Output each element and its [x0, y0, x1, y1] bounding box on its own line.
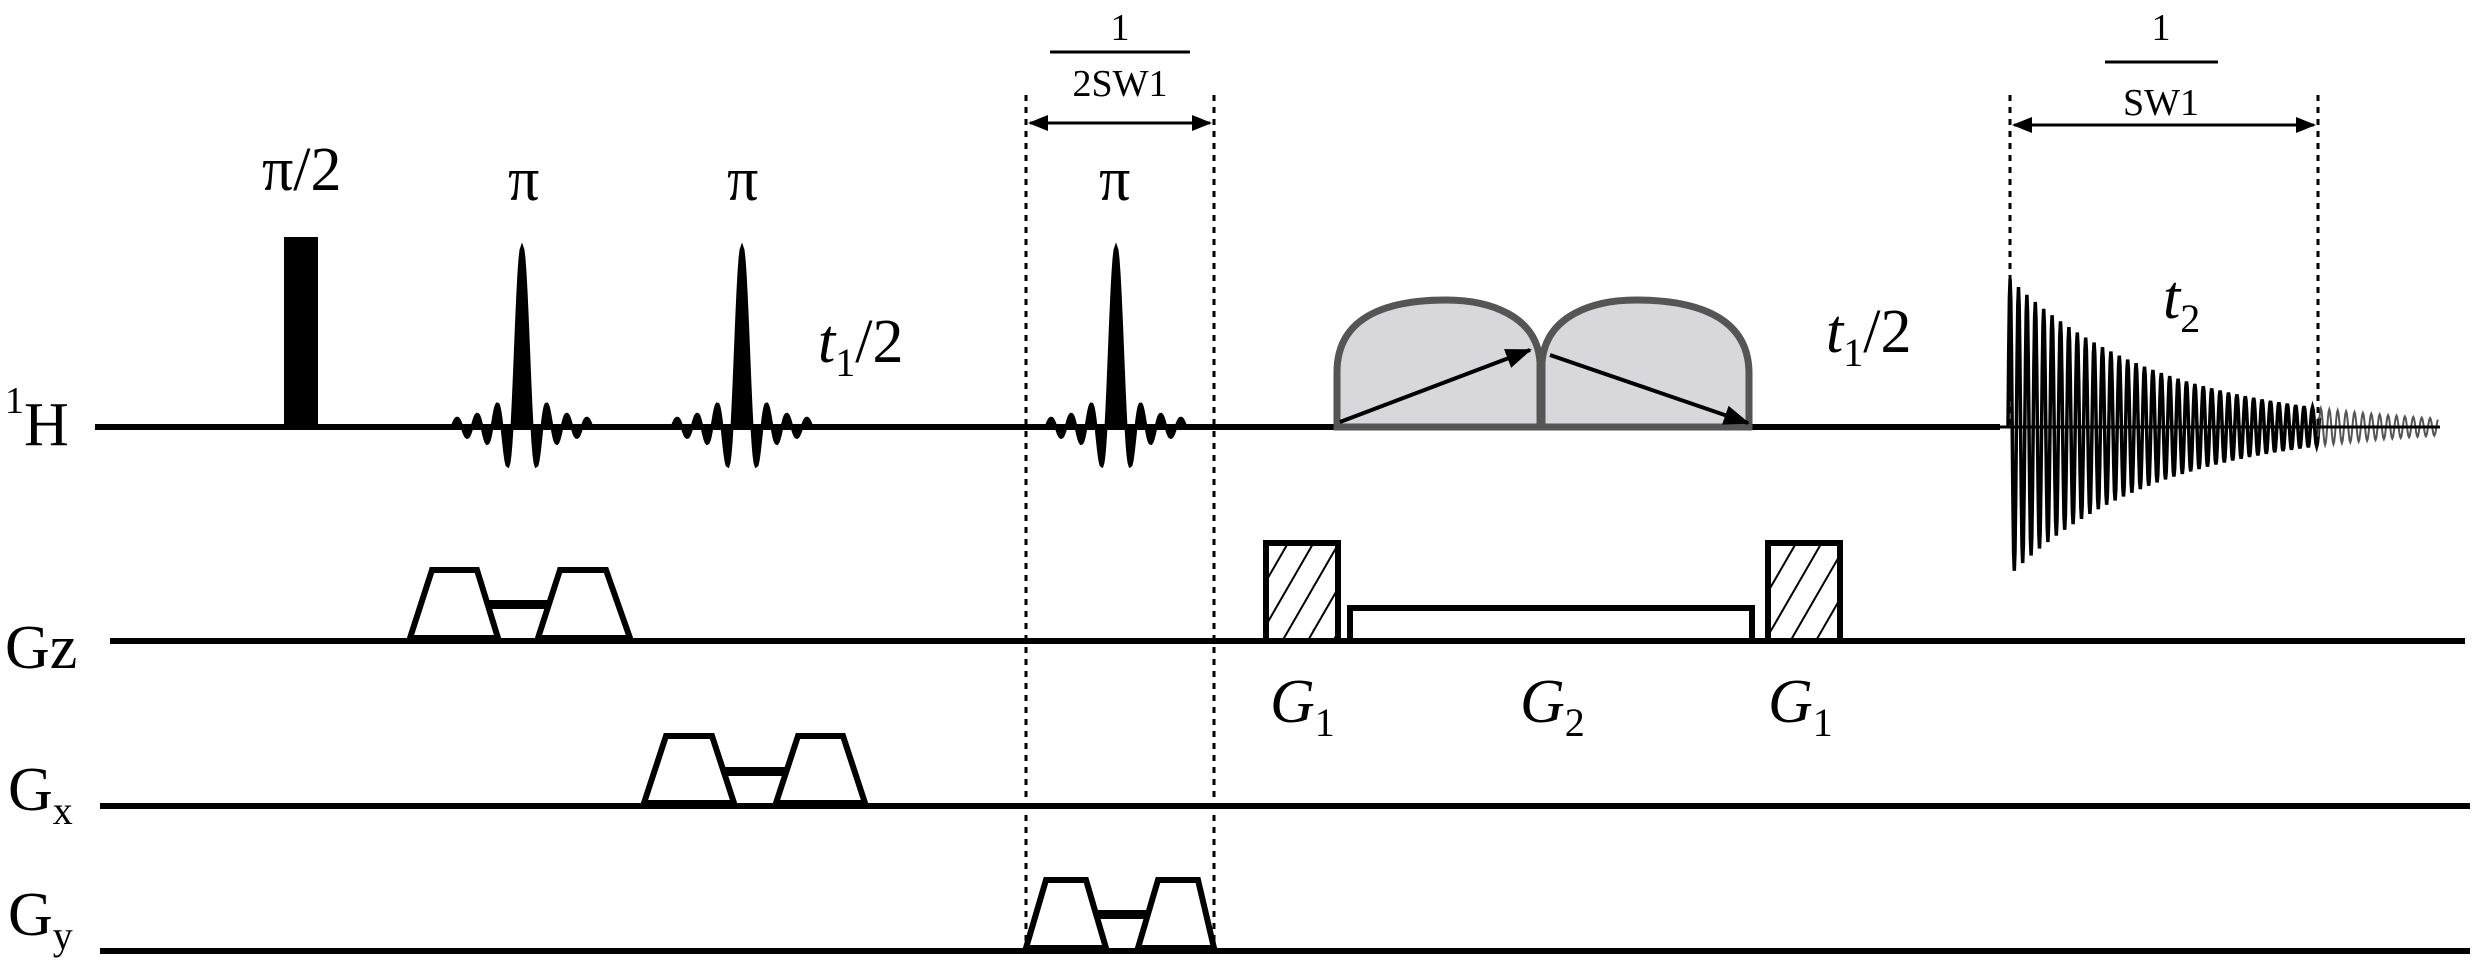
- gz-g1-label-right: G1: [1768, 668, 1833, 745]
- acq-interval-numerator: 1: [2152, 7, 2171, 49]
- gz-crusher-pair: [405, 567, 635, 641]
- gz-g1-gradient-right: [1765, 540, 1843, 644]
- gx-crusher-pair: [639, 733, 870, 806]
- pulse-label-pi-1: π: [508, 146, 539, 214]
- gz-channel-label: Gz: [5, 614, 77, 682]
- fid-signal-tail: [2317, 404, 2439, 449]
- gy-crusher-pair: [1021, 877, 1218, 951]
- pulse-label-pi-3: π: [1099, 146, 1130, 214]
- delay-t1-half-left: t1/2: [818, 308, 903, 385]
- chirp-sweep-arrow-2: [1549, 353, 1750, 425]
- acq-interval-denominator: SW1: [2123, 82, 2199, 124]
- h1-channel-label: 1H: [5, 380, 69, 459]
- pulse-label-pi-2: π: [727, 146, 758, 214]
- chirp-pulse-1: [1333, 296, 1544, 431]
- pulse-label-pi-half: π/2: [262, 136, 342, 204]
- fid-signal: [2006, 279, 2322, 571]
- sinc-pulse-1: [449, 242, 595, 469]
- chirp-pulse-2: [1538, 296, 1753, 431]
- gy-channel-label: Gy: [8, 881, 73, 958]
- hard-90-pulse: [284, 237, 318, 427]
- acquisition-t2-label: t2: [2163, 264, 2200, 341]
- chirp-interval-denominator: 2SW1: [1073, 63, 1168, 105]
- sinc-pulse-3: [1043, 242, 1189, 469]
- gz-g1-label-left: G1: [1270, 668, 1335, 745]
- chirp-sweep-arrow-1: [1339, 348, 1532, 424]
- sinc-pulse-2: [669, 242, 815, 469]
- delay-t1-half-right: t1/2: [1826, 298, 1911, 375]
- chirp-interval-numerator: 1: [1111, 7, 1130, 49]
- gz-g2-gradient: [1347, 605, 1755, 644]
- gx-channel-label: Gx: [8, 756, 73, 833]
- gz-g2-label: G2: [1520, 668, 1585, 745]
- gz-g1-gradient-left: [1263, 540, 1341, 644]
